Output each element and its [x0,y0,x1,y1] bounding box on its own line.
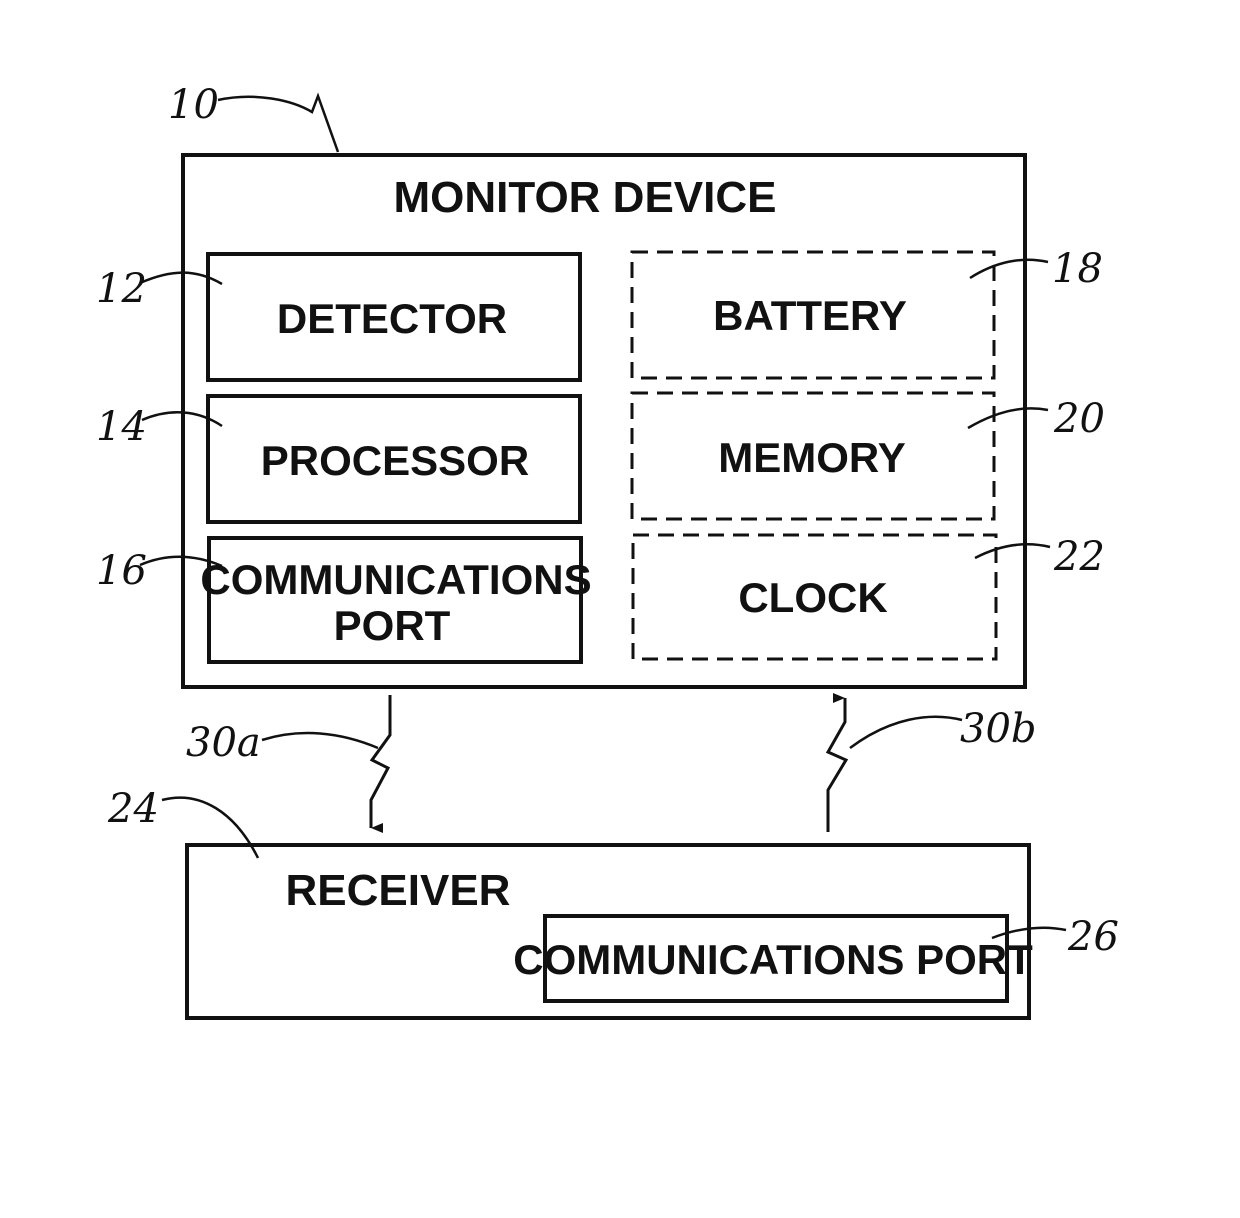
ref-30a: 30a [186,720,261,766]
leader-30b [850,717,962,748]
memory-label: MEMORY [718,434,905,481]
receiver-comms-port-label: COMMUNICATIONS PORT [513,936,1033,983]
receiver-title: RECEIVER [286,866,511,915]
monitor-device-box [183,155,1025,687]
ref-14: 14 [96,404,147,450]
leader-24 [162,798,258,858]
ref-22: 22 [1053,534,1105,580]
ref-10: 10 [168,82,219,128]
ref-16: 16 [96,548,147,594]
ref-30b: 30b [960,706,1037,752]
link-30b-wireless [828,698,846,832]
leader-20 [968,408,1048,428]
monitor-comms-port-label-line1: COMMUNICATIONS [200,556,591,603]
ref-26: 26 [1067,914,1119,960]
processor-label: PROCESSOR [261,437,529,484]
leader-10 [218,96,338,152]
clock-label: CLOCK [738,574,887,621]
ref-24: 24 [107,786,159,832]
ref-20: 20 [1053,396,1105,442]
link-30a-wireless [371,695,390,828]
monitor-comms-port-label-line2: PORT [334,602,451,649]
ref-18: 18 [1052,246,1103,292]
battery-label: BATTERY [713,292,907,339]
leader-22 [975,544,1050,558]
ref-12: 12 [96,266,147,312]
monitor-device-title: MONITOR DEVICE [393,173,776,222]
detector-label: DETECTOR [277,295,507,342]
leader-18 [970,260,1048,278]
leader-30a [262,733,378,748]
